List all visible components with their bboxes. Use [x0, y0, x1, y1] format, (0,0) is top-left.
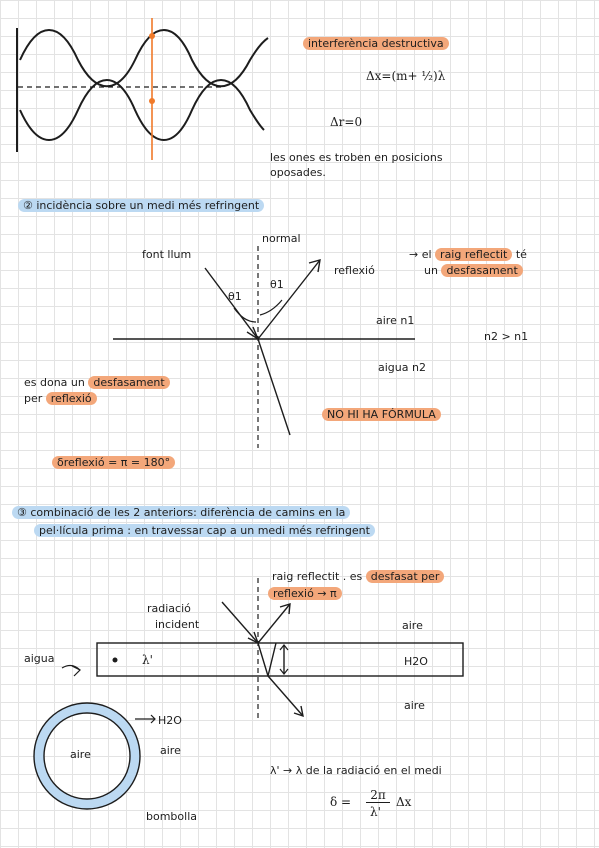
formula-delta-x: Δx=(m+ ½)λ: [366, 69, 446, 83]
label-radiation: radiació: [147, 602, 191, 615]
label-normal: normal: [262, 232, 301, 245]
angle-arc-left: [233, 307, 257, 323]
aigua-pointer-head: [71, 665, 82, 677]
note-reflection-pi: reflexió → π: [268, 587, 342, 600]
label-air-bottom: aire: [404, 699, 425, 712]
label-n2-greater-n1: n2 > n1: [484, 330, 529, 343]
bubble-outer-edge: [33, 702, 141, 810]
label-theta-right: θ1: [270, 278, 284, 291]
label-h2o-film: H2O: [404, 655, 428, 668]
bubble-h2o-pointer-head: [150, 714, 156, 724]
label-reflection: reflexió: [334, 264, 375, 277]
phase-delta-numerator: 2π: [366, 789, 390, 803]
upper-wave: [19, 29, 269, 88]
film-transmitted-ray: [267, 675, 304, 717]
bubble-caption: bombolla: [146, 810, 197, 823]
incident-ray: [204, 267, 259, 340]
thickness-arrow-top: [279, 644, 289, 651]
film-reflected-ray: [257, 603, 291, 644]
phase-dot-top: [149, 33, 155, 39]
label-water-n2: aigua n2: [378, 361, 426, 374]
note-reflected-ray-shift: raig reflectit . es desfasat per: [272, 570, 445, 583]
label-incident: incident: [155, 618, 200, 631]
film-inner-ray-down: [257, 642, 269, 677]
section-3-heading-line-1: ③ combinació de les 2 anteriors: diferèn…: [12, 506, 351, 519]
thickness-arrow-bottom: [279, 668, 289, 675]
lower-wave: [19, 79, 265, 141]
bubble-label-air-inside: aire: [70, 748, 91, 761]
phase-delta-rhs: Δx: [396, 795, 412, 809]
incident-arrowhead: [246, 326, 260, 341]
phase-delta-denominator: λ': [370, 805, 381, 819]
destructive-interference-title: interferència destructiva: [303, 37, 449, 50]
label-air-top: aire: [402, 619, 423, 632]
note-phase-shift: un desfasament: [424, 264, 523, 277]
film-point: [112, 657, 118, 663]
note-no-formula: NO HI HA FÓRMULA: [322, 408, 441, 421]
note-there-is-shift: es dona un desfasament: [24, 376, 170, 389]
phase-delta-lhs: δ =: [330, 795, 352, 809]
film-transmitted-arrowhead: [293, 705, 304, 718]
phase-dot-bottom: [149, 98, 155, 104]
formula-delta-r: Δr=0: [330, 115, 363, 129]
film-incident-ray: [221, 601, 259, 644]
label-air-n1: aire n1: [376, 314, 415, 327]
label-water: aigua: [24, 652, 55, 665]
reflected-arrowhead: [308, 259, 321, 273]
bubble-inner-edge: [43, 712, 131, 800]
note-opposite-positions-2: oposades.: [270, 166, 326, 179]
label-lambda-prime: λ': [142, 653, 153, 667]
bubble-film-ring: [34, 703, 140, 809]
section-2-heading: ② incidència sobre un medi més refringen…: [18, 199, 265, 212]
delta-reflection-formula: δreflexió = π = 180°: [52, 456, 176, 469]
label-light-source: font llum: [142, 248, 192, 261]
note-lambda-medium: λ' → λ de la radiació en el medi: [270, 764, 442, 777]
label-theta-left: θ1: [228, 290, 242, 303]
reflected-ray: [257, 259, 321, 340]
film-reflected-arrowhead: [279, 603, 291, 615]
bubble-label-air-outside: aire: [160, 744, 181, 757]
section-3-heading-line-2: pel·lícula prima : en travessar cap a un…: [34, 524, 375, 537]
note-reflected-ray: → el raig reflectit té: [409, 248, 527, 261]
refracted-ray: [257, 338, 291, 436]
note-opposite-positions-1: les ones es troben en posicions: [270, 151, 443, 164]
angle-arc-right: [259, 299, 283, 316]
film-inner-ray-up: [267, 642, 277, 677]
bubble-label-h2o: H2O: [158, 714, 182, 727]
note-by-reflection: per reflexió: [24, 392, 97, 405]
thin-film-rect: [96, 642, 464, 677]
